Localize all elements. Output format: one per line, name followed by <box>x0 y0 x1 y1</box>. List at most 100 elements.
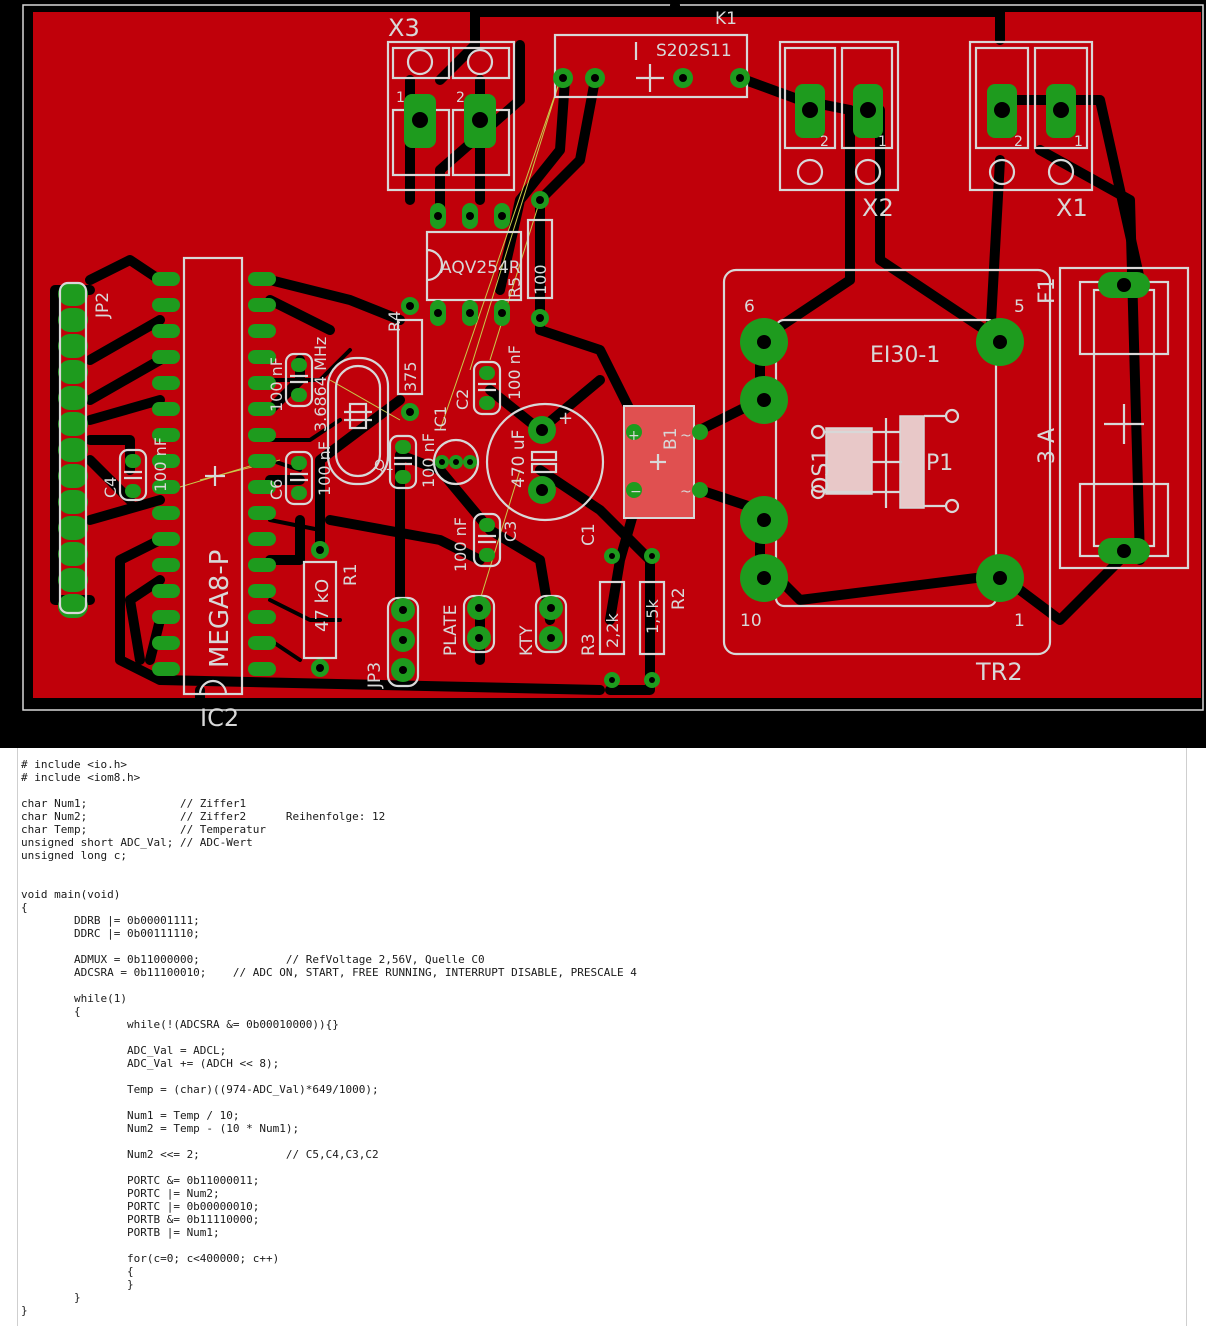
resistor-r2[interactable]: 1,5k R2 <box>638 548 689 688</box>
code-line[interactable]: Num2 <<= 2; // C5,C4,C3,C2 <box>21 1148 379 1161</box>
tr2-pins <box>740 318 1024 602</box>
r1-value-label: 47 kO <box>312 579 333 632</box>
kty-label: KTY <box>517 625 537 656</box>
code-line[interactable]: unsigned long c; <box>21 849 127 862</box>
c6-value-label: 100 nF <box>315 441 334 496</box>
code-line[interactable]: unsigned short ADC_Val; // ADC-Wert <box>21 836 253 849</box>
code-line[interactable]: PORTB |= Num1; <box>21 1226 220 1239</box>
x1-pin1-label: 1 <box>1074 134 1083 150</box>
relay-type-label: S202S11 <box>656 41 732 61</box>
code-line[interactable]: DDRC |= 0b00111110; <box>21 927 200 940</box>
b1-minus-label: − <box>630 484 642 500</box>
relay-k1[interactable]: K1 S202S11 <box>553 9 750 99</box>
code-line[interactable]: # include <iom8.h> <box>21 771 141 784</box>
transformer-tr2[interactable]: 6 5 10 1 EI30-1 TR2 <box>722 268 1052 686</box>
code-line[interactable]: } <box>21 1278 134 1291</box>
b1-ac1-label: ~ <box>680 428 692 444</box>
code-line[interactable]: } <box>21 1304 28 1317</box>
code-line[interactable]: char Num1; // Ziffer1 <box>21 797 247 810</box>
code-line[interactable]: PORTC &= 0b11000011; <box>21 1174 260 1187</box>
code-line[interactable]: void main(void) <box>21 888 121 901</box>
code-line[interactable]: { <box>21 1005 81 1018</box>
connector-x2[interactable]: 2 1 X2 <box>778 40 900 222</box>
code-line[interactable]: while(!(ADCSRA &= 0b00010000)){} <box>21 1018 339 1031</box>
code-line[interactable]: ADC_Val = ADCL; <box>21 1044 227 1057</box>
code-line[interactable]: Num2 = Temp - (10 * Num1); <box>21 1122 300 1135</box>
code-line[interactable]: # include <io.h> <box>21 758 127 771</box>
capacitor-c5[interactable]: 100 nF <box>388 433 438 490</box>
c5-value-label: 100 nF <box>419 433 438 488</box>
resistor-r4[interactable]: 375 R4 <box>385 297 424 421</box>
capacitor-c3[interactable]: 100 nF C3 <box>451 512 520 572</box>
capacitor-c2[interactable]: C2 100 nF <box>453 345 524 416</box>
ic2-label: IC2 <box>200 704 239 732</box>
code-line[interactable]: for(c=0; c<400000; c++) <box>21 1252 280 1265</box>
crystal-label: 3.6864 MHz <box>311 337 330 432</box>
x1-label: X1 <box>1056 194 1088 222</box>
b1-label: B1 <box>661 428 681 450</box>
code-line[interactable]: PORTC |= Num2; <box>21 1187 220 1200</box>
c1-label: C1 <box>579 523 599 546</box>
tr2-pin6-label: 6 <box>744 297 755 317</box>
ic2-right-pins <box>248 272 276 676</box>
crystal-q1[interactable]: 3.6864 MHz Q1 <box>311 337 394 486</box>
connector-plate[interactable]: PLATE <box>441 594 496 656</box>
connector-x1[interactable]: 2 1 X1 <box>968 40 1094 222</box>
code-line[interactable]: while(1) <box>21 992 127 1005</box>
code-line[interactable]: char Temp; // Temperatur <box>21 823 267 836</box>
resistor-r5[interactable]: 100 R5 <box>505 191 554 327</box>
code-line[interactable]: } <box>21 1291 81 1304</box>
x1-pin2-label: 2 <box>1014 134 1023 150</box>
resistor-r3[interactable]: 2,2k R3 <box>579 548 626 688</box>
code-line[interactable]: Num1 = Temp / 10; <box>21 1109 240 1122</box>
code-line[interactable]: ADMUX = 0b11000000; // RefVoltage 2,56V,… <box>21 953 485 966</box>
pcb-board-canvas[interactable]: X3 1 2 2 1 X2 2 1 X1 <box>0 0 1206 748</box>
board-outline <box>22 4 1204 711</box>
code-line[interactable]: ADC_Val += (ADCH << 8); <box>21 1057 280 1070</box>
tr2-pin1-label: 1 <box>1014 611 1025 631</box>
optocoupler-aqv254r[interactable]: AQV254R <box>425 203 523 326</box>
regulator-ic1[interactable]: IC1 <box>431 406 480 486</box>
x2-label: X2 <box>862 194 894 222</box>
jp2-label: JP2 <box>93 292 113 319</box>
capacitor-c1[interactable]: + 470 uF C1 <box>485 402 605 546</box>
tr2-pin5-label: 5 <box>1014 297 1025 317</box>
connector-x3[interactable]: X3 1 2 <box>386 14 516 192</box>
b1-ac2-label: ~ <box>680 484 692 500</box>
resistor-r1[interactable]: 47 kO R1 <box>302 541 361 677</box>
header-jp2[interactable]: JP2 <box>58 281 113 618</box>
sensor-kty[interactable]: KTY <box>517 594 568 656</box>
c4-label: C4 <box>101 477 120 498</box>
r4-value-label: 375 <box>401 361 420 392</box>
code-line[interactable]: { <box>21 1265 134 1278</box>
rectifier-b1[interactable]: + − ~ ~ B1 <box>623 405 708 519</box>
code-line[interactable]: Temp = (char)((974-ADC_Val)*649/1000); <box>21 1083 379 1096</box>
c6-label: C6 <box>267 479 286 500</box>
source-code-text[interactable]: # include <io.h> # include <iom8.h> char… <box>21 758 637 1317</box>
c2-label: C2 <box>453 389 472 410</box>
code-editor-pane[interactable]: # include <io.h> # include <iom8.h> char… <box>0 748 1206 1326</box>
r5-label: R5 <box>505 277 524 298</box>
mega8-label: MEGA8-P <box>205 550 235 668</box>
thermostat-os1-p1[interactable]: OS1 P1 <box>809 408 960 514</box>
c3-value-label: 100 nF <box>451 517 470 572</box>
b1-plus-label: + <box>628 428 640 444</box>
code-gutter <box>17 748 18 1326</box>
ic1-label: IC1 <box>431 406 450 432</box>
capacitor-c6[interactable]: C6 100 nF <box>267 441 334 506</box>
x3-pin2-label: 2 <box>456 90 465 106</box>
c1-plus-label: + <box>558 408 573 429</box>
k1-label: K1 <box>715 9 737 29</box>
capacitor-c6-upper[interactable]: 100 nF <box>267 352 314 412</box>
code-line[interactable]: PORTC |= 0b00000010; <box>21 1200 260 1213</box>
code-line[interactable]: { <box>21 901 28 914</box>
code-line[interactable]: DDRB |= 0b00001111; <box>21 914 200 927</box>
capacitor-c4[interactable]: C4 100 nF <box>101 437 170 502</box>
ic2-mega8[interactable]: MEGA8-P IC2 <box>152 256 276 732</box>
pcb-layout-view[interactable]: X3 1 2 2 1 X2 2 1 X1 <box>0 0 1206 748</box>
code-line[interactable]: ADCSRA = 0b11100010; // ADC ON, START, F… <box>21 966 637 979</box>
fuse-f1[interactable]: 3 A F1 <box>1035 266 1190 570</box>
header-jp3[interactable]: JP3 <box>365 596 420 689</box>
code-line[interactable]: char Num2; // Ziffer2 Reihenfolge: 12 <box>21 810 386 823</box>
code-line[interactable]: PORTB &= 0b11110000; <box>21 1213 260 1226</box>
